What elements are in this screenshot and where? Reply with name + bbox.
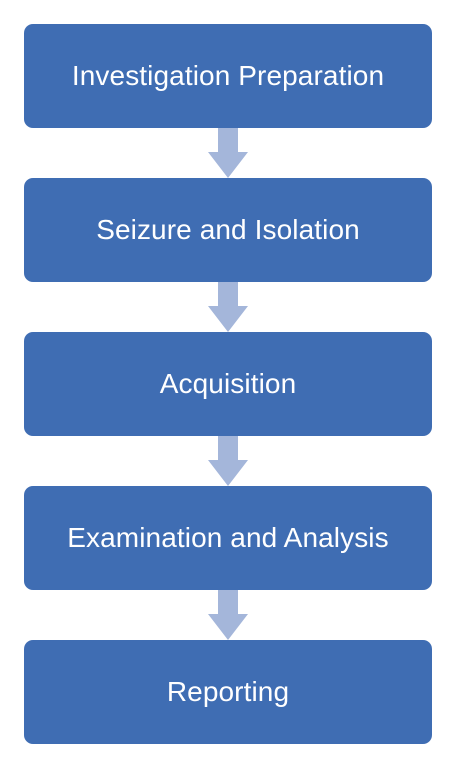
step-investigation-preparation: Investigation Preparation (24, 24, 432, 128)
step-label: Examination and Analysis (67, 522, 389, 553)
step-label: Acquisition (159, 368, 297, 399)
step-reporting: Reporting (24, 640, 432, 744)
step-label: Seizure and Isolation (96, 214, 360, 245)
step-acquisition: Acquisition (24, 332, 432, 436)
down-arrow-icon (208, 436, 248, 486)
down-arrow-icon (208, 128, 248, 178)
down-arrow-icon (208, 590, 248, 640)
step-examination-and-analysis: Examination and Analysis (24, 486, 432, 590)
step-seizure-and-isolation: Seizure and Isolation (24, 178, 432, 282)
step-label: Reporting (166, 676, 290, 707)
down-arrow-icon (208, 282, 248, 332)
step-label: Investigation Preparation (71, 60, 385, 91)
